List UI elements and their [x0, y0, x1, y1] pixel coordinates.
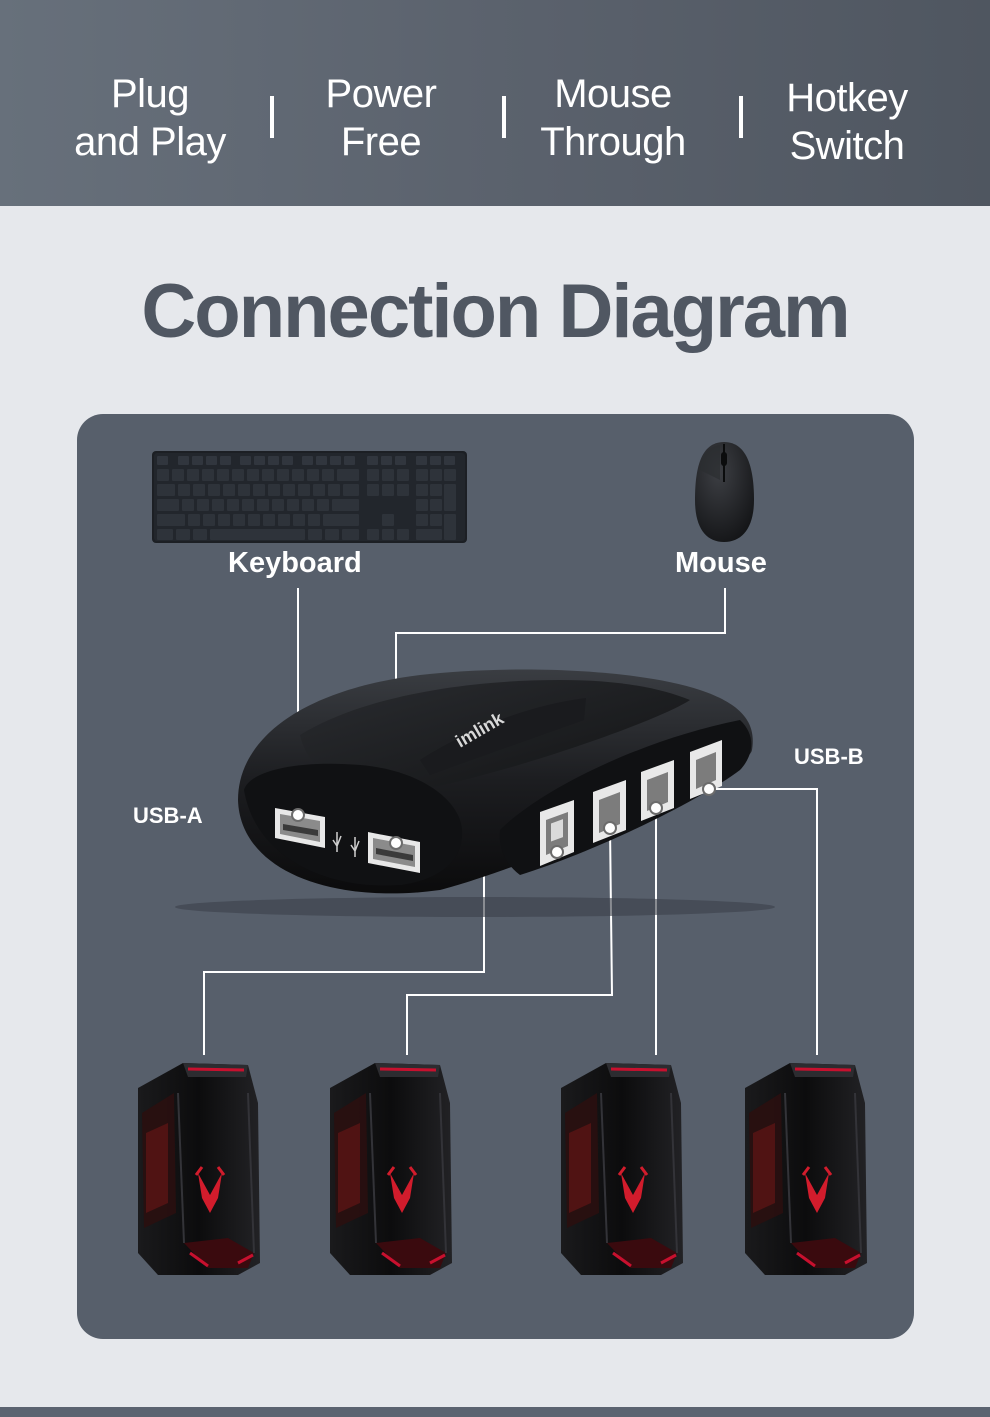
usb-b-port: [641, 760, 674, 821]
usb-b-label: USB-B: [794, 744, 864, 769]
feature-band: Plug and Play Power Free Mouse Through H…: [0, 0, 990, 206]
feature-separator: [739, 96, 743, 138]
usb-switch-icon: imlink: [175, 669, 775, 917]
feature-plug-and-play: Plug and Play: [50, 70, 250, 166]
mouse-label: Mouse: [675, 547, 767, 579]
connection-dots: [291, 782, 716, 859]
mouse-icon: [695, 442, 754, 542]
computer-tower-icon: [136, 1061, 262, 1277]
feature-hotkey-switch: Hotkey Switch: [747, 74, 947, 170]
feature-power-free: Power Free: [281, 70, 481, 166]
usb-symbol-icon: [332, 832, 360, 857]
computer-tower-icon: [328, 1061, 454, 1277]
feature-line: Power: [325, 72, 437, 116]
bottom-strip: [0, 1407, 990, 1417]
computer-tower-icon: [559, 1061, 685, 1277]
usb-a-label: USB-A: [133, 803, 203, 828]
feature-mouse-through: Mouse Through: [513, 70, 713, 166]
usb-b-port: [593, 780, 626, 843]
usb-a-port: [275, 808, 325, 848]
feature-line: and Play: [74, 120, 226, 164]
feature-separator: [270, 96, 274, 138]
feature-line: Hotkey: [786, 76, 908, 120]
usb-b-port: [540, 800, 574, 866]
pc4-cable-line: [709, 788, 818, 1055]
keyboard-label: Keyboard: [228, 547, 362, 579]
computer-tower-icon: [743, 1061, 869, 1277]
keyboard-icon: [152, 451, 467, 543]
feature-line: Switch: [789, 124, 905, 168]
usb-a-port: [368, 832, 420, 873]
feature-line: Free: [340, 120, 422, 164]
page-title: Connection Diagram: [141, 269, 850, 354]
feature-separator: [502, 96, 506, 138]
feature-line: Mouse: [554, 72, 672, 116]
feature-line: Plug: [110, 72, 190, 116]
feature-line: Through: [540, 120, 686, 164]
